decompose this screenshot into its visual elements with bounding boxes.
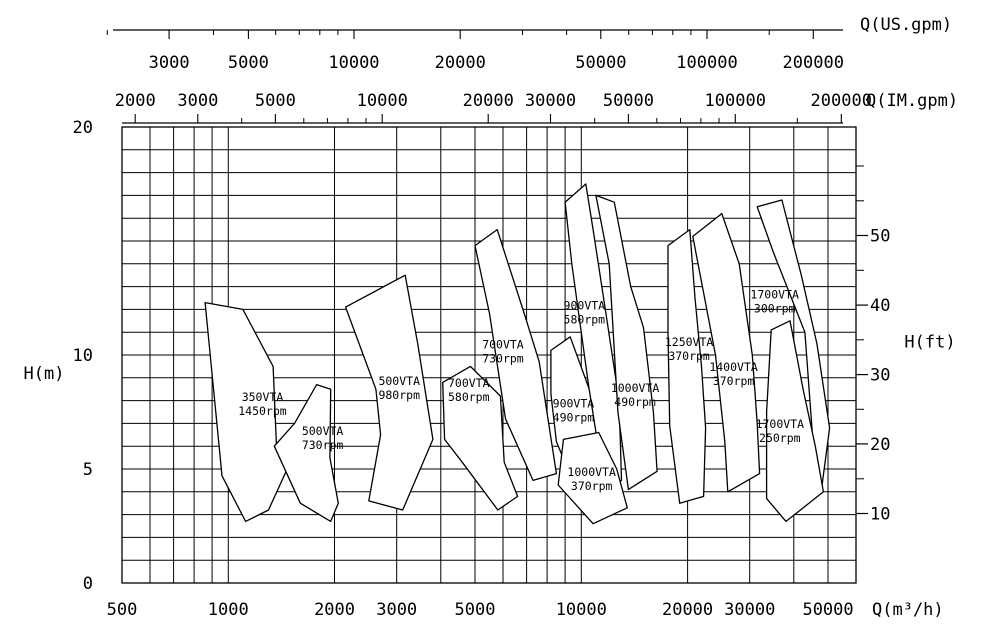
x-tick-label: 500 (107, 600, 138, 620)
x-tick-label: 20000 (662, 600, 713, 620)
pump-region-1700vta-300rpm (756, 199, 831, 488)
pump-region-1250vta-370rpm (667, 228, 707, 504)
top-us-tick-label: 100000 (676, 53, 737, 73)
pump-region-1000vta-370rpm (557, 431, 628, 525)
y-right-tick-label: 30 (870, 366, 890, 386)
top-im-tick-label: 20000 (463, 91, 514, 111)
pump-region-1000vta-490rpm (595, 194, 658, 491)
pump-region-500vta-730rpm (273, 383, 339, 523)
y-left-axis-label: H(m) (24, 364, 65, 384)
top-us-tick-label: 5000 (228, 53, 269, 73)
x-tick-label: 2000 (314, 600, 355, 620)
region-label-model: 700VTA (482, 337, 524, 351)
y-right-tick-label: 10 (870, 504, 890, 524)
region-label-speed: 730rpm (482, 351, 524, 365)
region-label-model: 700VTA (448, 376, 490, 390)
top-us-tick-label: 10000 (328, 53, 379, 73)
pump-region-700vta-580rpm (442, 365, 519, 511)
region-label-speed: 730rpm (302, 438, 344, 452)
region-label-model: 500VTA (302, 424, 344, 438)
y-left-tick-label: 0 (83, 574, 93, 594)
y-right-axis-label: H(ft) (904, 332, 955, 352)
pump-region-1700vta-250rpm (765, 320, 825, 523)
top-im-tick-label: 5000 (255, 91, 296, 111)
region-label-speed: 980rpm (378, 388, 420, 402)
top-us-tick-label: 50000 (575, 53, 626, 73)
x-tick-label: 5000 (455, 600, 496, 620)
region-label-speed: 490rpm (614, 395, 656, 409)
region-label-speed: 250rpm (759, 431, 801, 445)
region-label-speed: 370rpm (571, 479, 613, 493)
top-us-axis-label: Q(US.gpm) (860, 15, 952, 35)
region-label-model: 1250VTA (665, 335, 714, 349)
top-im-tick-label: 10000 (357, 91, 408, 111)
region-label-speed: 1450rpm (238, 404, 287, 418)
region-label-model: 900VTA (564, 299, 606, 313)
y-left-tick-label: 5 (83, 460, 93, 480)
x-tick-label: 30000 (724, 600, 775, 620)
pump-region-1400vta-370rpm (692, 212, 761, 493)
region-label-model: 900VTA (553, 397, 595, 411)
y-left-tick-label: 10 (73, 346, 93, 366)
x-tick-label: 10000 (556, 600, 607, 620)
y-left-tick-label: 20 (73, 118, 93, 138)
region-label-model: 1000VTA (567, 465, 616, 479)
region-label-model: 1400VTA (709, 360, 758, 374)
y-right-tick-label: 40 (870, 296, 890, 316)
region-label-speed: 370rpm (668, 349, 710, 363)
top-im-tick-label: 200000 (811, 91, 872, 111)
top-us-tick-label: 200000 (783, 53, 844, 73)
top-im-tick-label: 50000 (603, 91, 654, 111)
x-tick-label: 50000 (802, 600, 853, 620)
top-im-tick-label: 2000 (115, 91, 156, 111)
region-label-model: 1000VTA (611, 381, 660, 395)
x-tick-label: 3000 (376, 600, 417, 620)
region-label-speed: 370rpm (713, 374, 755, 388)
labels: 350VTA1450rpm500VTA730rpm500VTA980rpm700… (238, 287, 804, 493)
top-us-tick-label: 20000 (435, 53, 486, 73)
region-label-speed: 490rpm (553, 411, 595, 425)
pump-regions (204, 183, 831, 525)
pump-region-500vta-980rpm (344, 274, 434, 511)
top-us-tick-label: 3000 (149, 53, 190, 73)
top-im-tick-label: 30000 (525, 91, 576, 111)
plot-frame (121, 126, 857, 584)
top-im-tick-label: 3000 (177, 91, 218, 111)
pump-region-700vta-730rpm (474, 228, 558, 482)
x-tick-label: 1000 (208, 600, 249, 620)
top-im-axis-label: Q(IM.gpm) (866, 91, 958, 111)
top-im-tick-label: 100000 (705, 91, 766, 111)
region-label-model: 1700VTA (756, 417, 805, 431)
region-label-model: 350VTA (242, 390, 284, 404)
pump-region-900vta-580rpm (564, 183, 623, 493)
y-right-tick-label: 20 (870, 435, 890, 455)
y-right-tick-label: 50 (870, 227, 890, 247)
region-label-model: 1700VTA (750, 287, 799, 301)
region-label-model: 500VTA (378, 374, 420, 388)
x-axis-label: Q(m³/h) (872, 600, 944, 620)
region-label-speed: 580rpm (448, 390, 490, 404)
region-label-speed: 300rpm (754, 301, 796, 315)
region-label-speed: 580rpm (564, 313, 606, 327)
